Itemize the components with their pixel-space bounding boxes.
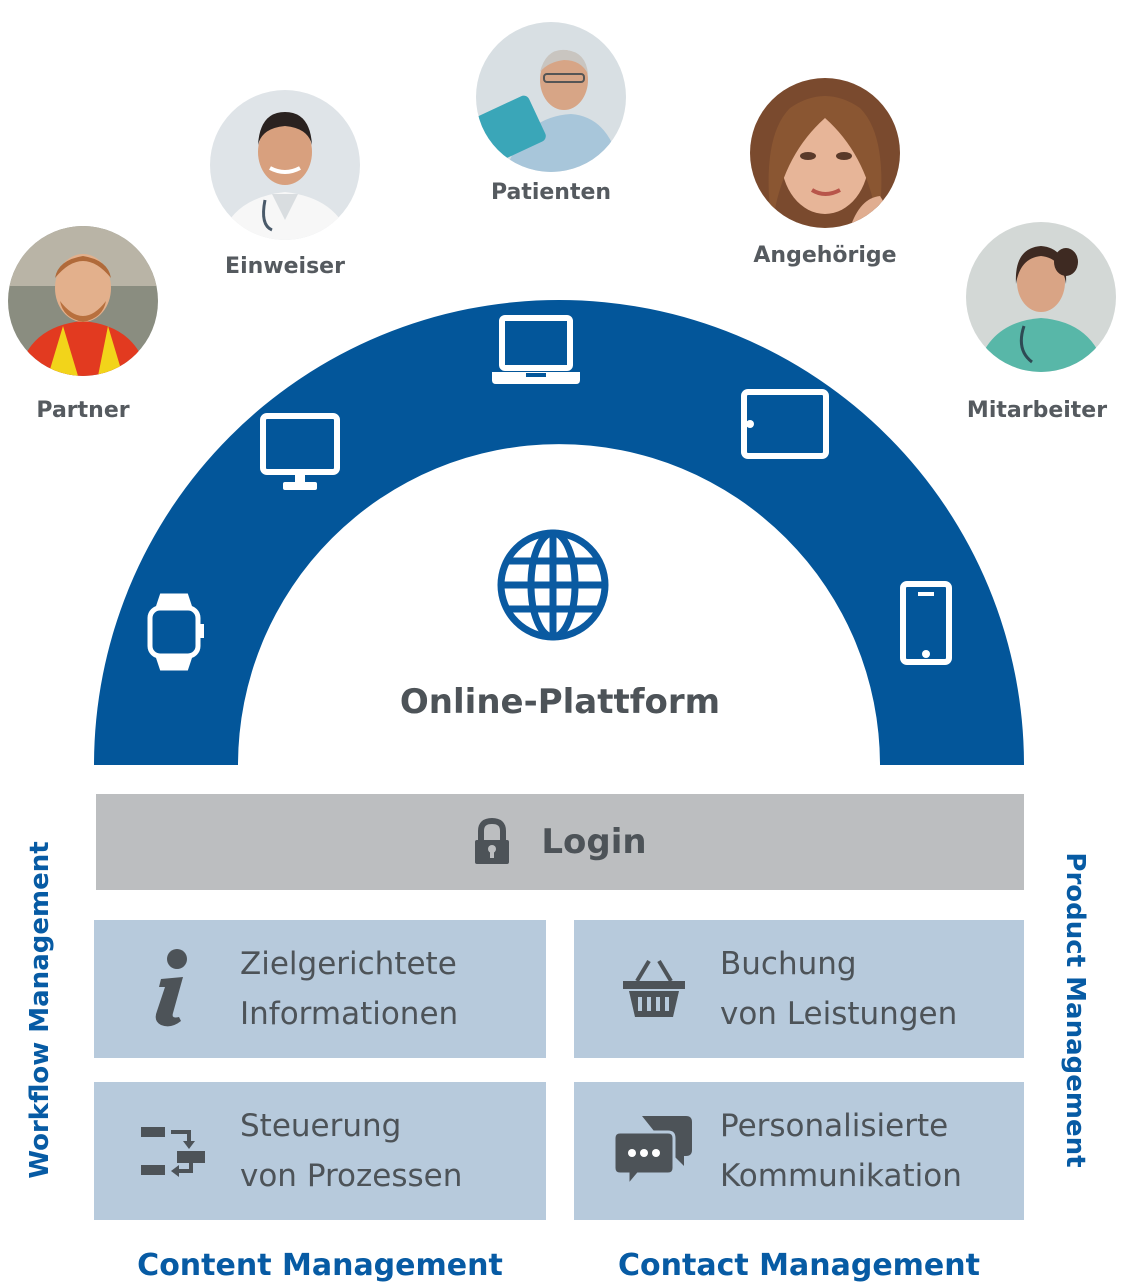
bottom-label-contact: Contact Management <box>618 1248 980 1283</box>
tile-kommunikation[interactable]: Personalisierte Kommunikation <box>574 1082 1024 1220</box>
tile-line: Kommunikation <box>720 1158 962 1194</box>
chat-bubbles-icon <box>604 1112 704 1190</box>
tile-line: Zielgerichtete <box>240 946 457 982</box>
lock-icon <box>475 818 510 864</box>
avatar-angehoerige <box>750 78 900 228</box>
shopping-basket-icon <box>604 959 704 1019</box>
tile-line: von Prozessen <box>240 1158 463 1194</box>
smartphone-icon <box>900 581 952 665</box>
tile-prozesse[interactable]: Steuerung von Prozessen <box>94 1082 546 1220</box>
person-label-mitarbeiter: Mitarbeiter <box>966 398 1108 423</box>
desktop-monitor-icon <box>260 413 340 490</box>
tile-line: Informationen <box>240 996 459 1032</box>
globe-icon <box>497 529 609 641</box>
tablet-icon <box>741 389 829 459</box>
info-icon <box>124 949 224 1029</box>
tile-line: Personalisierte <box>720 1108 949 1144</box>
tile-buchung[interactable]: Buchung von Leistungen <box>574 920 1024 1058</box>
tile-line: Steuerung <box>240 1108 402 1144</box>
laptop-icon <box>492 315 580 384</box>
process-flow-icon <box>124 1119 224 1183</box>
avatar-einweiser <box>210 90 360 240</box>
side-label-product: Product Management <box>1060 852 1090 1168</box>
person-label-patienten: Patienten <box>490 180 612 205</box>
bottom-label-content: Content Management <box>137 1248 503 1283</box>
person-label-partner: Partner <box>36 398 130 423</box>
person-label-einweiser: Einweiser <box>225 254 345 279</box>
login-bar[interactable]: Login <box>96 794 1024 890</box>
person-label-angehoerige: Angehörige <box>753 243 897 268</box>
tile-line: von Leistungen <box>720 996 958 1032</box>
tile-line: Buchung <box>720 946 857 982</box>
platform-title: Online-Plattform <box>399 682 721 722</box>
side-label-workflow: Workflow Management <box>25 841 55 1179</box>
avatar-patienten <box>476 22 626 172</box>
tile-informationen[interactable]: Zielgerichtete Informationen <box>94 920 546 1058</box>
login-label: Login <box>541 822 647 862</box>
avatar-mitarbeiter <box>966 222 1116 372</box>
smartwatch-icon <box>147 593 204 671</box>
